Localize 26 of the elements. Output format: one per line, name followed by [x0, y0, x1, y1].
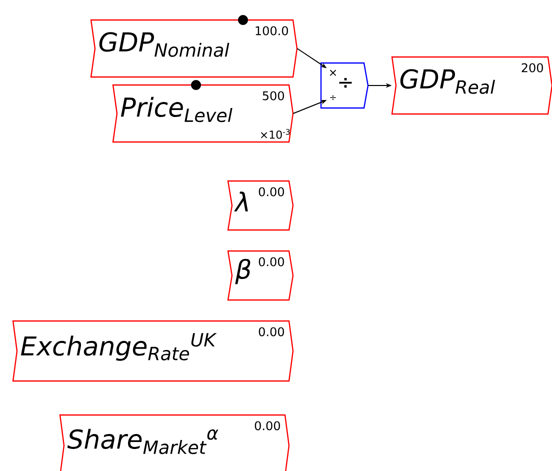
stock-box	[227, 180, 294, 231]
value-label: 500	[262, 91, 284, 100]
variable-name: β	[235, 258, 250, 284]
multiply-sign: ×	[330, 70, 336, 76]
divide-sign: ÷	[339, 78, 352, 88]
variable-name: GDP$_{Nominal}$	[99, 32, 230, 57]
divide-sign: ÷	[330, 96, 336, 100]
variable-name: GDP$_{Real}$	[400, 69, 496, 94]
stock-box	[391, 56, 552, 115]
variable-name: Price$_{Level}$	[120, 96, 232, 122]
value-label: 200	[522, 63, 543, 72]
value-label: 0.00	[258, 187, 284, 196]
variable-name: Exchange$_{Rate}$UK	[20, 333, 217, 361]
stock-box	[112, 84, 294, 143]
operator-box	[320, 62, 369, 109]
stock-box	[227, 250, 294, 301]
value-label: 0.00	[258, 257, 284, 266]
stock-box	[90, 19, 298, 78]
variable-name: Share$_{Market}$α	[67, 428, 218, 454]
scale-label: ×10$^{-3}$	[260, 128, 290, 139]
value-label: 0.00	[258, 327, 284, 336]
value-label: 0.00	[254, 421, 280, 430]
stock-box	[59, 414, 290, 471]
value-label: 100.0	[256, 26, 288, 36]
variable-name: λ	[234, 192, 248, 212]
stock-box	[12, 320, 294, 382]
